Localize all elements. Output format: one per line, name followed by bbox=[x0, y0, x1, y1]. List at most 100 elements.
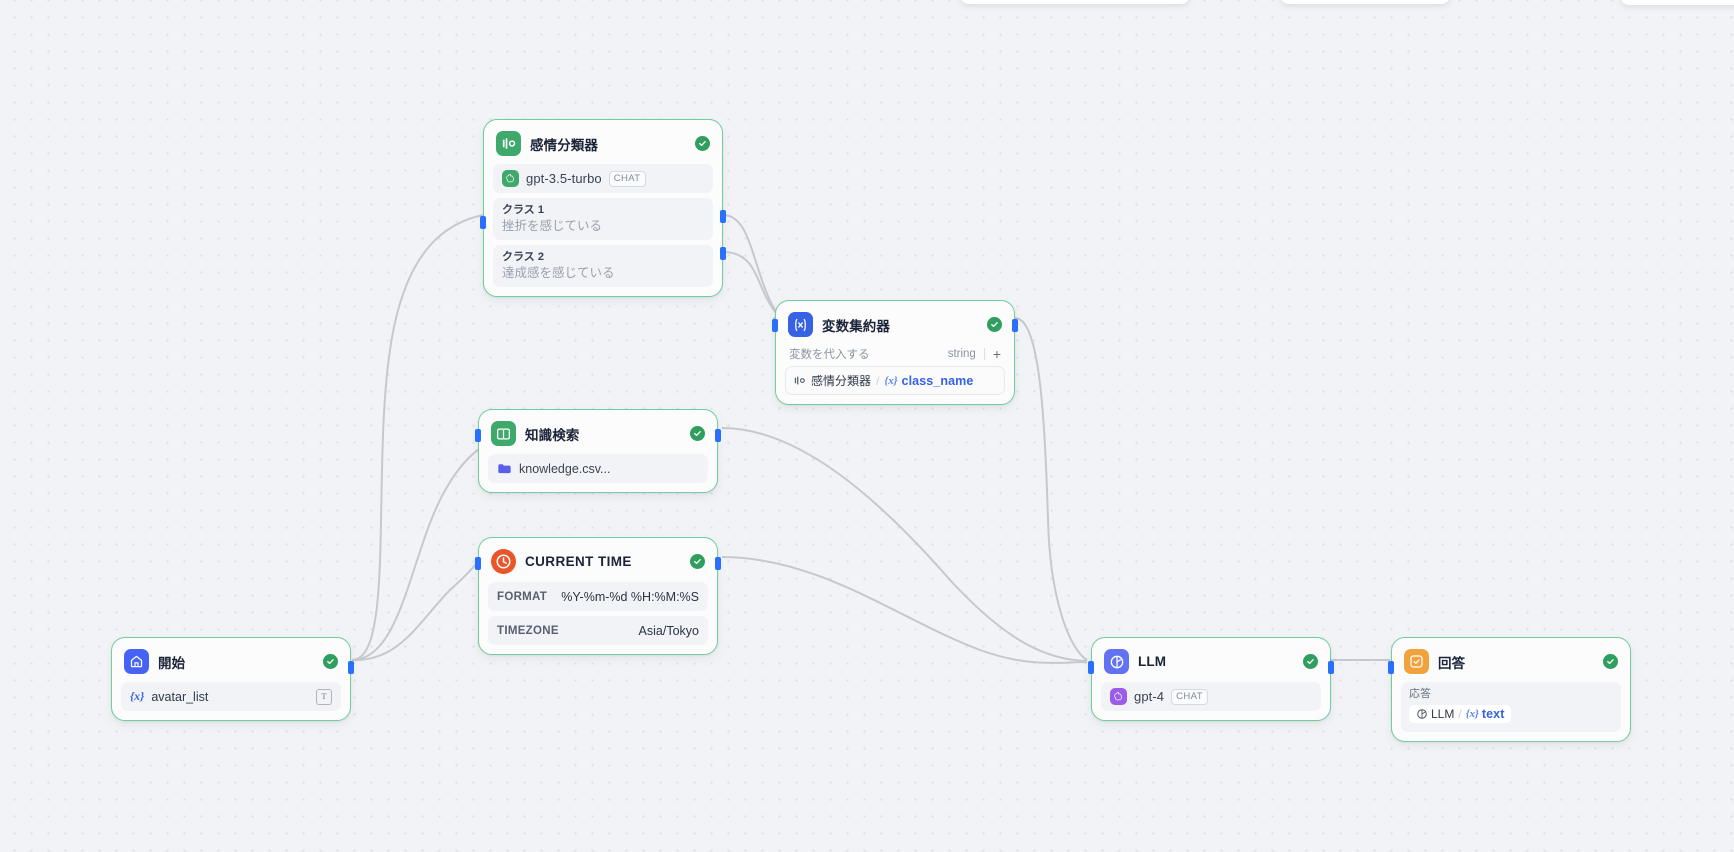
handle-currenttime-input[interactable] bbox=[475, 557, 481, 570]
aggregator-body: 変数を代入する string + 感情分類器 / {x} class_name bbox=[776, 345, 1014, 395]
handle-llm-output[interactable] bbox=[1328, 661, 1334, 674]
knowledge-dataset-name: knowledge.csv... bbox=[519, 461, 611, 476]
top-panel-center bbox=[1280, 0, 1450, 4]
start-variable-type-badge: T bbox=[316, 688, 332, 705]
aggregator-add-button[interactable]: + bbox=[992, 346, 1001, 362]
currenttime-timezone-key: TIMEZONE bbox=[497, 624, 559, 637]
currenttime-format-value: %Y-%m-%d %H:%M:%S bbox=[561, 589, 699, 604]
handle-llm-input[interactable] bbox=[1088, 661, 1094, 674]
question-classifier-icon bbox=[794, 374, 807, 387]
classifier-class-1[interactable]: クラス 1 挫折を感じている bbox=[493, 198, 713, 240]
classifier-model-field[interactable]: gpt-3.5-turbo CHAT bbox=[493, 164, 713, 193]
variable-brace-icon: {x} bbox=[130, 689, 145, 703]
currenttime-status-badge bbox=[690, 554, 705, 569]
edge-currenttime-to-llm bbox=[721, 556, 1088, 664]
handle-currenttime-output[interactable] bbox=[715, 557, 721, 570]
node-start[interactable]: 開始 {x} avatar_list T bbox=[111, 637, 354, 721]
edge-start-to-knowledge bbox=[351, 446, 483, 661]
start-header: 開始 bbox=[112, 638, 350, 682]
question-classifier-icon bbox=[496, 131, 521, 156]
handle-start-output[interactable] bbox=[348, 661, 354, 674]
answer-status-badge bbox=[1603, 654, 1618, 669]
aggregator-title: 変数集約器 bbox=[822, 318, 890, 334]
answer-output-label: 応答 bbox=[1409, 688, 1431, 700]
currenttime-body: FORMAT %Y-%m-%d %H:%M:%S TIMEZONE Asia/T… bbox=[479, 582, 717, 645]
edge-aggregator-to-llm bbox=[1014, 317, 1088, 661]
openai-icon bbox=[502, 170, 519, 187]
currenttime-param-format[interactable]: FORMAT %Y-%m-%d %H:%M:%S bbox=[488, 582, 708, 611]
class-1-label: クラス 1 bbox=[502, 204, 544, 216]
answer-output-pill[interactable]: LLM / {x} text bbox=[1409, 705, 1511, 723]
handle-answer-input[interactable] bbox=[1388, 661, 1394, 674]
handle-classifier-input[interactable] bbox=[480, 216, 486, 229]
class-2-value: 達成感を感じている bbox=[502, 266, 615, 280]
handle-classifier-output-class1[interactable] bbox=[720, 210, 726, 223]
answer-source-node: LLM bbox=[1431, 707, 1455, 721]
llm-header: LLM bbox=[1092, 638, 1330, 682]
aggregator-assign-row: 変数を代入する string + bbox=[785, 345, 1005, 366]
start-variable-row[interactable]: {x} avatar_list T bbox=[121, 682, 341, 711]
edge-start-to-currenttime bbox=[351, 556, 482, 662]
knowledge-title: 知識検索 bbox=[525, 427, 580, 443]
handle-knowledge-input[interactable] bbox=[475, 429, 481, 442]
home-icon bbox=[124, 649, 149, 674]
handle-aggregator-output[interactable] bbox=[1012, 319, 1018, 332]
start-body: {x} avatar_list T bbox=[112, 682, 350, 711]
aggregator-output-type: string bbox=[947, 348, 976, 360]
answer-title: 回答 bbox=[1438, 655, 1466, 671]
handle-classifier-output-class2[interactable] bbox=[720, 247, 726, 260]
variable-icon bbox=[788, 312, 813, 337]
top-panel-right bbox=[1620, 0, 1734, 5]
node-question-classifier[interactable]: 感情分類器 gpt-3.5-turbo CHAT クラス 1 挫折を感じている … bbox=[480, 119, 726, 297]
classifier-status-badge bbox=[695, 136, 710, 151]
aggregator-assign-label: 変数を代入する bbox=[789, 349, 870, 361]
answer-icon bbox=[1404, 649, 1429, 674]
classifier-model-tag: CHAT bbox=[608, 170, 646, 187]
handle-knowledge-output[interactable] bbox=[715, 429, 721, 442]
llm-model-name: gpt-4 bbox=[1134, 689, 1165, 704]
start-status-badge bbox=[323, 654, 338, 669]
classifier-header: 感情分類器 bbox=[484, 120, 722, 164]
class-1-value: 挫折を感じている bbox=[502, 219, 603, 233]
node-answer[interactable]: 回答 応答 LLM / {x} bbox=[1388, 637, 1631, 742]
node-variable-aggregator[interactable]: 変数集約器 変数を代入する string + 感 bbox=[772, 300, 1018, 405]
classifier-title: 感情分類器 bbox=[530, 137, 598, 153]
answer-ref-separator: / bbox=[1458, 707, 1462, 721]
node-knowledge-retrieval[interactable]: 知識検索 knowledge.csv... bbox=[475, 409, 721, 493]
handle-aggregator-input[interactable] bbox=[772, 319, 778, 332]
currenttime-header: CURRENT TIME bbox=[479, 538, 717, 582]
aggregator-status-badge bbox=[987, 317, 1002, 332]
node-current-time[interactable]: CURRENT TIME FORMAT %Y-%m-%d %H:%M:%S TI… bbox=[475, 537, 721, 655]
currenttime-title: CURRENT TIME bbox=[525, 554, 632, 569]
knowledge-header: 知識検索 bbox=[479, 410, 717, 454]
answer-variable-name: text bbox=[1481, 707, 1505, 721]
class-2-label: クラス 2 bbox=[502, 251, 544, 263]
aggregator-divider bbox=[983, 348, 985, 360]
llm-title: LLM bbox=[1138, 654, 1167, 669]
variable-brace-icon: {x} bbox=[884, 374, 898, 387]
edge-start-to-classifier bbox=[351, 214, 484, 661]
answer-output-box[interactable]: 応答 LLM / {x} text bbox=[1401, 682, 1621, 732]
node-llm[interactable]: LLM gpt-4 CHAT bbox=[1088, 637, 1334, 721]
start-title: 開始 bbox=[158, 655, 186, 671]
llm-icon bbox=[1415, 708, 1428, 721]
aggregator-variable-name: class_name bbox=[901, 373, 974, 388]
aggregator-variable-row[interactable]: 感情分類器 / {x} class_name bbox=[785, 366, 1005, 395]
aggregator-header: 変数集約器 bbox=[776, 301, 1014, 345]
variable-brace-icon: {x} bbox=[1465, 708, 1479, 720]
llm-icon bbox=[1104, 649, 1129, 674]
folder-icon bbox=[497, 462, 512, 475]
aggregator-source-node: 感情分類器 bbox=[811, 374, 872, 388]
llm-model-tag: CHAT bbox=[1171, 688, 1208, 705]
knowledge-dataset-row[interactable]: knowledge.csv... bbox=[488, 454, 708, 483]
start-variable-name: avatar_list bbox=[151, 689, 209, 704]
classifier-model-name: gpt-3.5-turbo bbox=[526, 171, 602, 186]
classifier-body: gpt-3.5-turbo CHAT クラス 1 挫折を感じている クラス 2 … bbox=[484, 164, 722, 287]
classifier-class-2[interactable]: クラス 2 達成感を感じている bbox=[493, 245, 713, 287]
currenttime-format-key: FORMAT bbox=[497, 590, 548, 603]
answer-body: 応答 LLM / {x} text bbox=[1392, 682, 1630, 732]
currenttime-param-timezone[interactable]: TIMEZONE Asia/Tokyo bbox=[488, 616, 708, 645]
llm-model-field[interactable]: gpt-4 CHAT bbox=[1101, 682, 1321, 711]
knowledge-body: knowledge.csv... bbox=[479, 454, 717, 483]
